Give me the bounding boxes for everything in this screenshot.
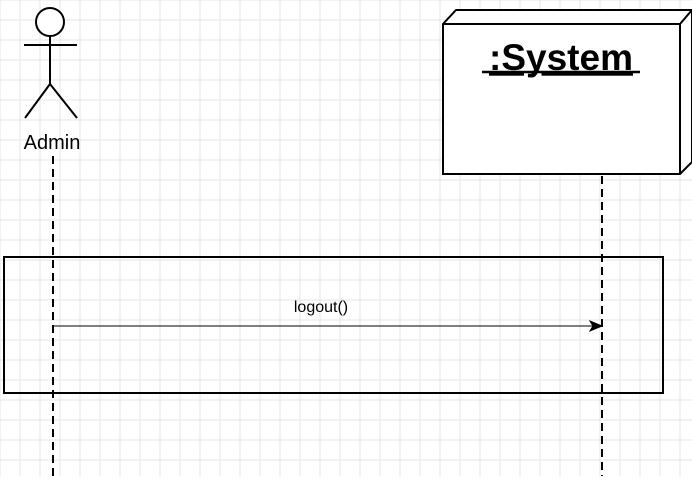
actor-label: Admin	[24, 132, 81, 154]
actor-right-leg	[49, 83, 78, 119]
system-node[interactable]: :System	[442, 9, 692, 175]
actor-admin[interactable]: Admin	[24, 7, 81, 154]
node-outline	[442, 9, 692, 175]
actor-head	[35, 7, 65, 37]
interaction-frame[interactable]	[3, 256, 664, 394]
message-label: logout()	[294, 299, 348, 316]
message-arrowhead	[588, 319, 604, 333]
message-logout[interactable]: logout()	[53, 299, 604, 333]
actor-left-leg	[24, 83, 51, 119]
